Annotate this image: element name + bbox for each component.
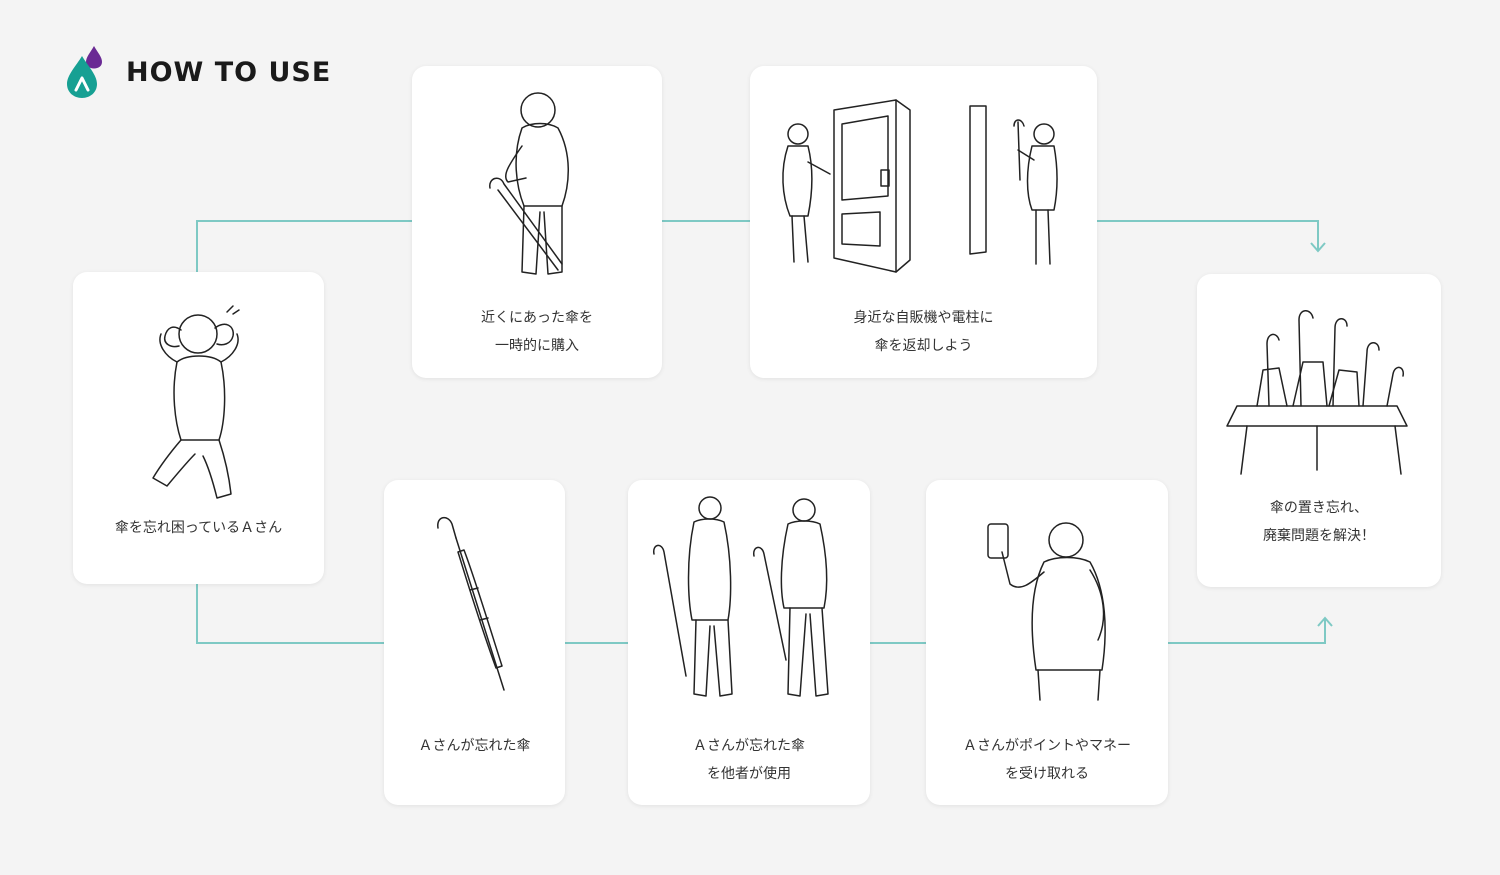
step-card-forgotten-umbrella: Ａさんが忘れた傘 — [384, 480, 565, 805]
step-card-stranded-person: 傘を忘れ困っているＡさん — [73, 272, 324, 584]
connector-bottom-start — [196, 584, 384, 644]
step-card-return-umbrella: 身近な自販機や電柱に 傘を返却しよう — [750, 66, 1097, 378]
step-caption: Ａさんが忘れた傘 — [418, 738, 531, 754]
closed-umbrella-illustration — [437, 516, 505, 691]
umbrella-stand-illustration — [1226, 310, 1408, 475]
step-caption: 傘の置き忘れ、 廃棄問題を解決！ — [1263, 500, 1375, 544]
step-card-others-use: Ａさんが忘れた傘 を他者が使用 — [628, 480, 870, 805]
vending-machine-and-pole-illustration — [782, 99, 1058, 273]
arrow-up-icon — [1317, 616, 1333, 627]
person-buying-umbrella-illustration — [489, 92, 569, 275]
raindrop-logo-icon — [67, 46, 102, 98]
connector-top-start — [196, 220, 412, 272]
step-caption: 近くにあった傘を 一時的に購入 — [481, 310, 593, 354]
person-kneeling-illustration — [152, 305, 240, 499]
two-people-with-umbrellas-illustration — [653, 496, 829, 697]
page-title: HOW TO USE — [126, 56, 332, 88]
step-card-receive-points: Ａさんがポイントやマネー を受け取れる — [926, 480, 1168, 805]
step-caption: Ａさんがポイントやマネー を受け取れる — [963, 738, 1131, 782]
connector-bottom-end — [1168, 618, 1326, 644]
step-card-problem-solved: 傘の置き忘れ、 廃棄問題を解決！ — [1197, 274, 1441, 587]
step-caption: Ａさんが忘れた傘 を他者が使用 — [693, 738, 805, 782]
step-caption: 身近な自販機や電柱に 傘を返却しよう — [853, 310, 994, 354]
step-caption: 傘を忘れ困っているＡさん — [114, 520, 283, 536]
step-card-buy-umbrella: 近くにあった傘を 一時的に購入 — [412, 66, 662, 378]
person-with-smartphone-illustration — [987, 522, 1106, 701]
arrow-down-icon — [1310, 242, 1326, 253]
connector-top-end — [1097, 220, 1319, 250]
header: HOW TO USE — [64, 44, 331, 100]
